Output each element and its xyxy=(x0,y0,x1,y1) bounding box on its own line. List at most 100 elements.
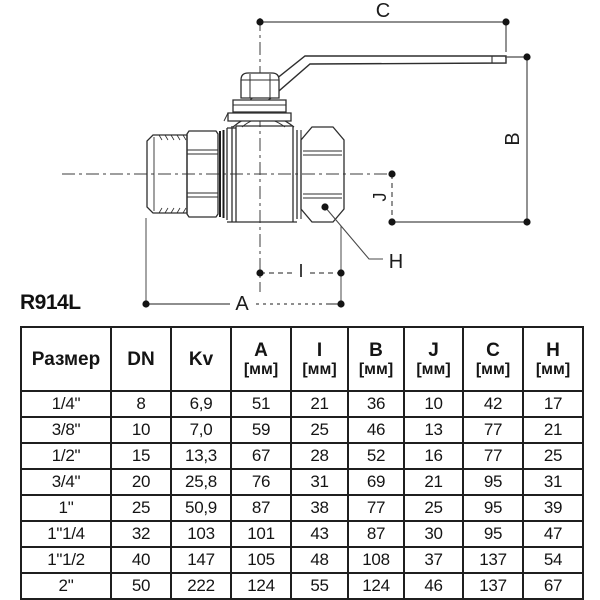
body-center xyxy=(226,114,298,223)
valve-technical-drawing: C B J I A H xyxy=(62,0,531,315)
column-header: DN xyxy=(110,326,172,392)
table-cell: 10 xyxy=(403,390,464,418)
table-cell: 25 xyxy=(403,494,464,522)
table-cell: 13 xyxy=(403,416,464,444)
column-header: Kv xyxy=(170,326,232,392)
table-cell: 16 xyxy=(403,442,464,470)
table-cell: 124 xyxy=(347,572,405,600)
table-cell: 1" xyxy=(20,494,112,522)
column-header: C[мм] xyxy=(462,326,524,392)
table-cell: 3/4" xyxy=(20,468,112,496)
table-cell: 95 xyxy=(462,468,524,496)
centerlines xyxy=(62,18,388,292)
table-cell: 38 xyxy=(290,494,349,522)
table-cell: 32 xyxy=(110,520,172,548)
table-cell: 51 xyxy=(230,390,292,418)
table-cell: 69 xyxy=(347,468,405,496)
column-header: Размер xyxy=(20,326,112,392)
table-cell: 222 xyxy=(170,572,232,600)
table-cell: 46 xyxy=(347,416,405,444)
table-cell: 25 xyxy=(290,416,349,444)
table-cell: 10 xyxy=(110,416,172,444)
table-cell: 8 xyxy=(110,390,172,418)
table-cell: 105 xyxy=(230,546,292,574)
table-cell: 6,9 xyxy=(170,390,232,418)
dim-label-b: B xyxy=(502,132,524,145)
table-cell: 101 xyxy=(230,520,292,548)
dim-label-i: I xyxy=(298,261,303,281)
table-cell: 21 xyxy=(290,390,349,418)
table-cell: 108 xyxy=(347,546,405,574)
table-cell: 103 xyxy=(170,520,232,548)
dimension-lines xyxy=(145,21,528,305)
table-cell: 47 xyxy=(522,520,584,548)
table-cell: 15 xyxy=(110,442,172,470)
table-cell: 37 xyxy=(403,546,464,574)
dimension-labels: C B J I A H xyxy=(235,0,524,315)
table-cell: 36 xyxy=(347,390,405,418)
table-cell: 39 xyxy=(522,494,584,522)
table-cell: 95 xyxy=(462,494,524,522)
dim-label-h: H xyxy=(389,251,403,273)
dim-label-c: C xyxy=(376,0,390,22)
table-cell: 59 xyxy=(230,416,292,444)
table-cell: 67 xyxy=(230,442,292,470)
table-cell: 40 xyxy=(110,546,172,574)
table-cell: 95 xyxy=(462,520,524,548)
dimension-dots xyxy=(142,18,531,308)
column-header: A[мм] xyxy=(230,326,292,392)
table-cell: 67 xyxy=(522,572,584,600)
table-cell: 3/8" xyxy=(20,416,112,444)
column-header: J[мм] xyxy=(403,326,464,392)
table-cell: 48 xyxy=(290,546,349,574)
table-cell: 50,9 xyxy=(170,494,232,522)
table-cell: 124 xyxy=(230,572,292,600)
table-cell: 21 xyxy=(522,416,584,444)
column-header: B[мм] xyxy=(347,326,405,392)
table-cell: 46 xyxy=(403,572,464,600)
table-cell: 21 xyxy=(403,468,464,496)
table-cell: 1/4" xyxy=(20,390,112,418)
female-hex-nut xyxy=(300,126,345,223)
table-cell: 137 xyxy=(462,572,524,600)
table-cell: 13,3 xyxy=(170,442,232,470)
table-cell: 77 xyxy=(462,442,524,470)
thread-ticks xyxy=(158,134,187,214)
table-cell: 87 xyxy=(347,520,405,548)
table-cell: 28 xyxy=(290,442,349,470)
table-cell: 2" xyxy=(20,572,112,600)
table-cell: 76 xyxy=(230,468,292,496)
table-cell: 17 xyxy=(522,390,584,418)
table-cell: 25 xyxy=(110,494,172,522)
valve-handle xyxy=(248,55,507,111)
table-cell: 31 xyxy=(522,468,584,496)
table-cell: 7,0 xyxy=(170,416,232,444)
table-cell: 20 xyxy=(110,468,172,496)
stem-plates xyxy=(223,99,292,122)
leader-line-H xyxy=(324,206,383,260)
stem-hex-nut xyxy=(240,72,280,99)
product-code: R914L xyxy=(20,291,81,314)
valve-body xyxy=(146,72,345,223)
table-cell: 1"1/2 xyxy=(20,546,112,574)
table-cell: 30 xyxy=(403,520,464,548)
table-cell: 77 xyxy=(347,494,405,522)
table-cell: 52 xyxy=(347,442,405,470)
union-seam xyxy=(219,130,225,218)
table-cell: 1"1/4 xyxy=(20,520,112,548)
table-cell: 54 xyxy=(522,546,584,574)
dim-label-a: A xyxy=(235,293,249,315)
table-cell: 31 xyxy=(290,468,349,496)
table-cell: 43 xyxy=(290,520,349,548)
